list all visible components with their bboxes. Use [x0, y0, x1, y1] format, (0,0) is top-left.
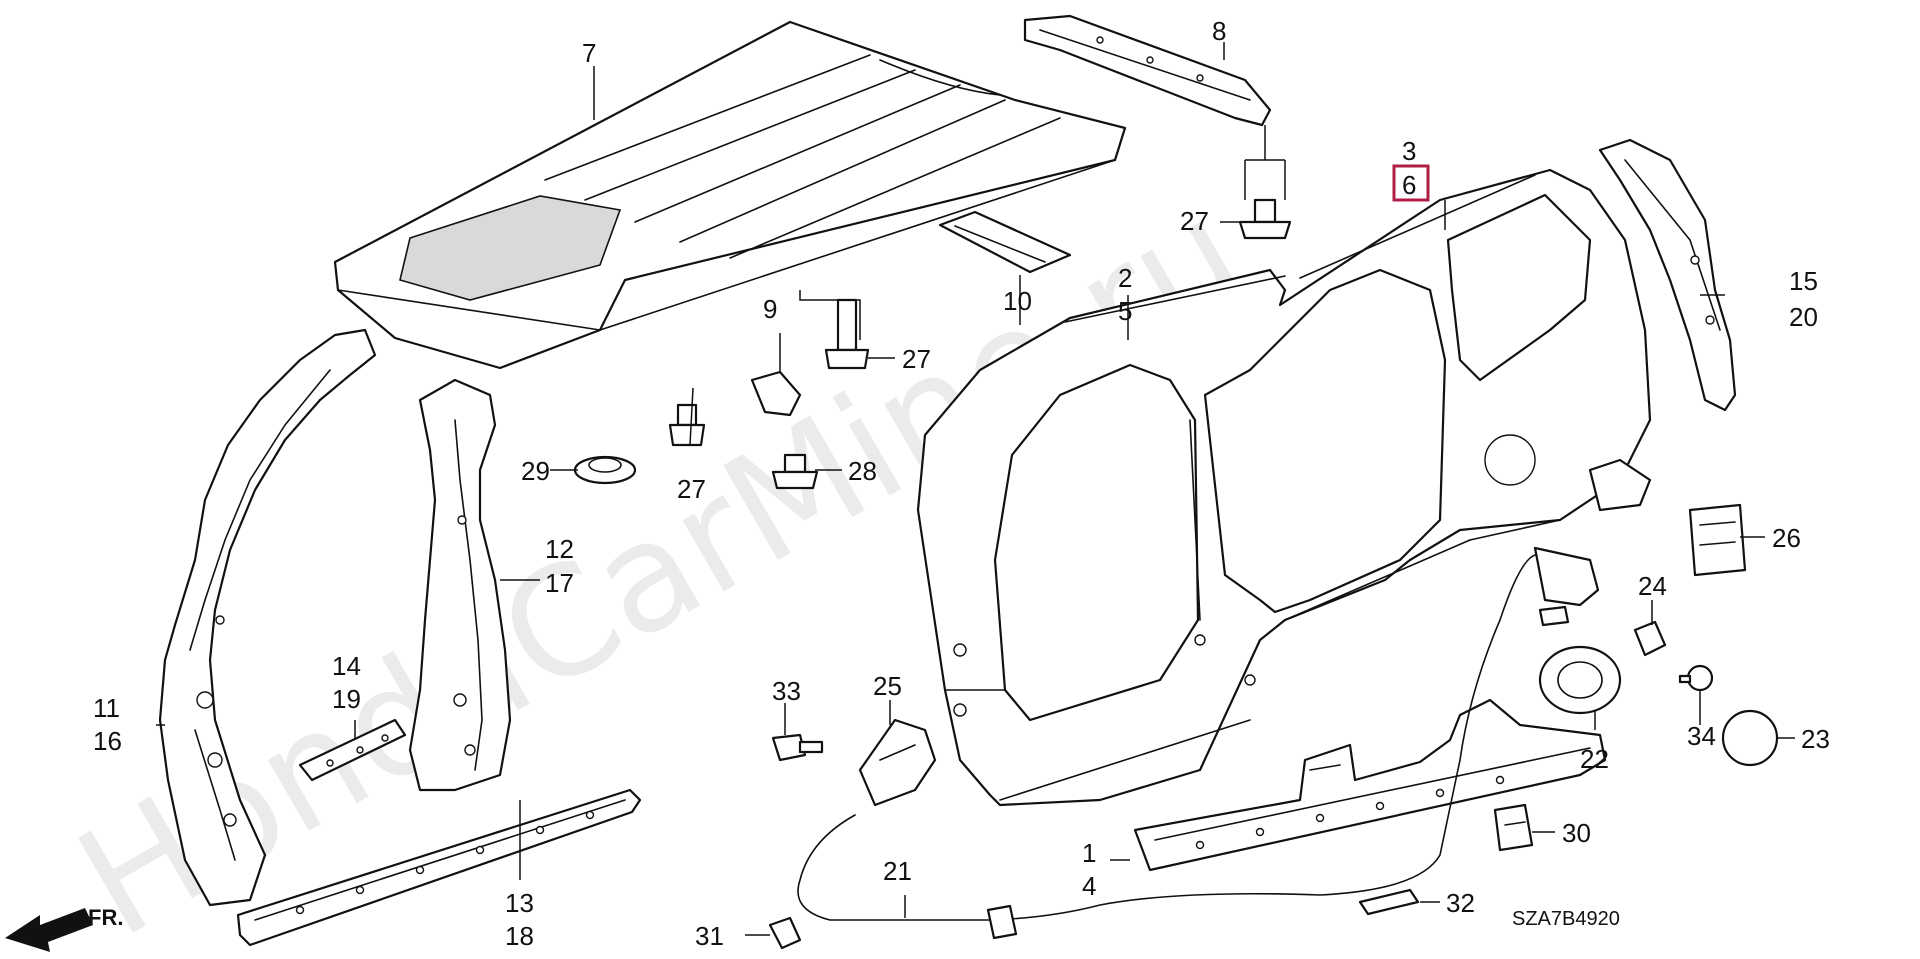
fuel-lid-latch-bracket [858, 718, 937, 807]
callout-30: 30 [1562, 818, 1591, 848]
callout-16: 16 [93, 726, 122, 756]
callout-26: 26 [1772, 523, 1801, 553]
callout-27-upper: 27 [1180, 206, 1209, 236]
flange-bolt-middle [824, 298, 870, 370]
front-direction-indicator: FR. [5, 905, 123, 952]
callout-32: 32 [1446, 888, 1475, 918]
rear-pillar-inner [1598, 138, 1737, 412]
rocker-sill-rear [1133, 698, 1607, 872]
front-arrow-icon [5, 908, 93, 952]
cable-end [1538, 605, 1570, 627]
diagram-code: SZA7B4920 [1512, 908, 1620, 930]
front-label: FR. [88, 905, 123, 930]
callout-5: 5 [1118, 296, 1132, 326]
harness-clip [750, 370, 802, 417]
callout-2: 2 [1118, 263, 1132, 293]
roof-rail-rear [1023, 14, 1272, 127]
callout-33: 33 [772, 676, 801, 706]
callout-27-middle: 27 [902, 344, 931, 374]
cable-clamp [1493, 803, 1534, 852]
flange-bolt-upper [1238, 198, 1292, 240]
side-sill-inner [236, 788, 642, 947]
callout-25: 25 [873, 671, 902, 701]
callout-31: 31 [695, 921, 724, 951]
outer-side-panel [916, 168, 1652, 807]
front-pillar-inner [158, 328, 377, 907]
callout-34: 34 [1687, 721, 1716, 751]
callout-12: 12 [545, 534, 574, 564]
callout-15: 15 [1789, 266, 1818, 296]
pan-screw [1678, 664, 1714, 692]
hinge-bolt [771, 733, 824, 762]
callout-6: 6 [1402, 170, 1416, 200]
callout-27-lower: 27 [677, 474, 706, 504]
callout-13: 13 [505, 888, 534, 918]
fuel-lid-opener-cable [797, 546, 1600, 940]
callout-14: 14 [332, 651, 361, 681]
leader-lines [156, 42, 1795, 936]
callout-24: 24 [1638, 571, 1667, 601]
flange-bolt-lower [668, 403, 706, 447]
callout-22: 22 [1580, 744, 1609, 774]
callout-9: 9 [763, 294, 777, 324]
callout-10: 10 [1003, 286, 1032, 316]
cable-holder [768, 916, 802, 950]
callout-18: 18 [505, 921, 534, 951]
foam-pad [1358, 888, 1420, 916]
callout-19: 19 [332, 684, 361, 714]
callout-21: 21 [883, 856, 912, 886]
roof-bracket [938, 210, 1072, 274]
callout-8: 8 [1212, 16, 1226, 46]
fuel-lid-pocket [1688, 503, 1747, 577]
highlight-box-6 [1392, 164, 1430, 202]
center-pillar-inner [408, 378, 512, 792]
callout-29: 29 [521, 456, 550, 486]
roof-panel [333, 20, 1127, 370]
callout-4: 4 [1082, 871, 1096, 901]
callout-28: 28 [848, 456, 877, 486]
filler-cap-seal [1721, 709, 1779, 767]
callout-1: 1 [1082, 838, 1096, 868]
grommet [573, 455, 637, 485]
callout-7: 7 [582, 38, 596, 68]
spring-clip [1633, 620, 1667, 657]
callout-labels: 7 8 3 6 15 20 2 5 27 27 10 9 28 29 27 12… [93, 16, 1830, 951]
callout-3: 3 [1402, 136, 1416, 166]
callout-11: 11 [93, 693, 120, 723]
callout-17: 17 [545, 568, 574, 598]
pillar-stiffener [298, 718, 407, 782]
bolt-washer [771, 453, 819, 490]
callout-23: 23 [1801, 724, 1830, 754]
fuel-filler-housing [1538, 645, 1622, 715]
callout-20: 20 [1789, 302, 1818, 332]
